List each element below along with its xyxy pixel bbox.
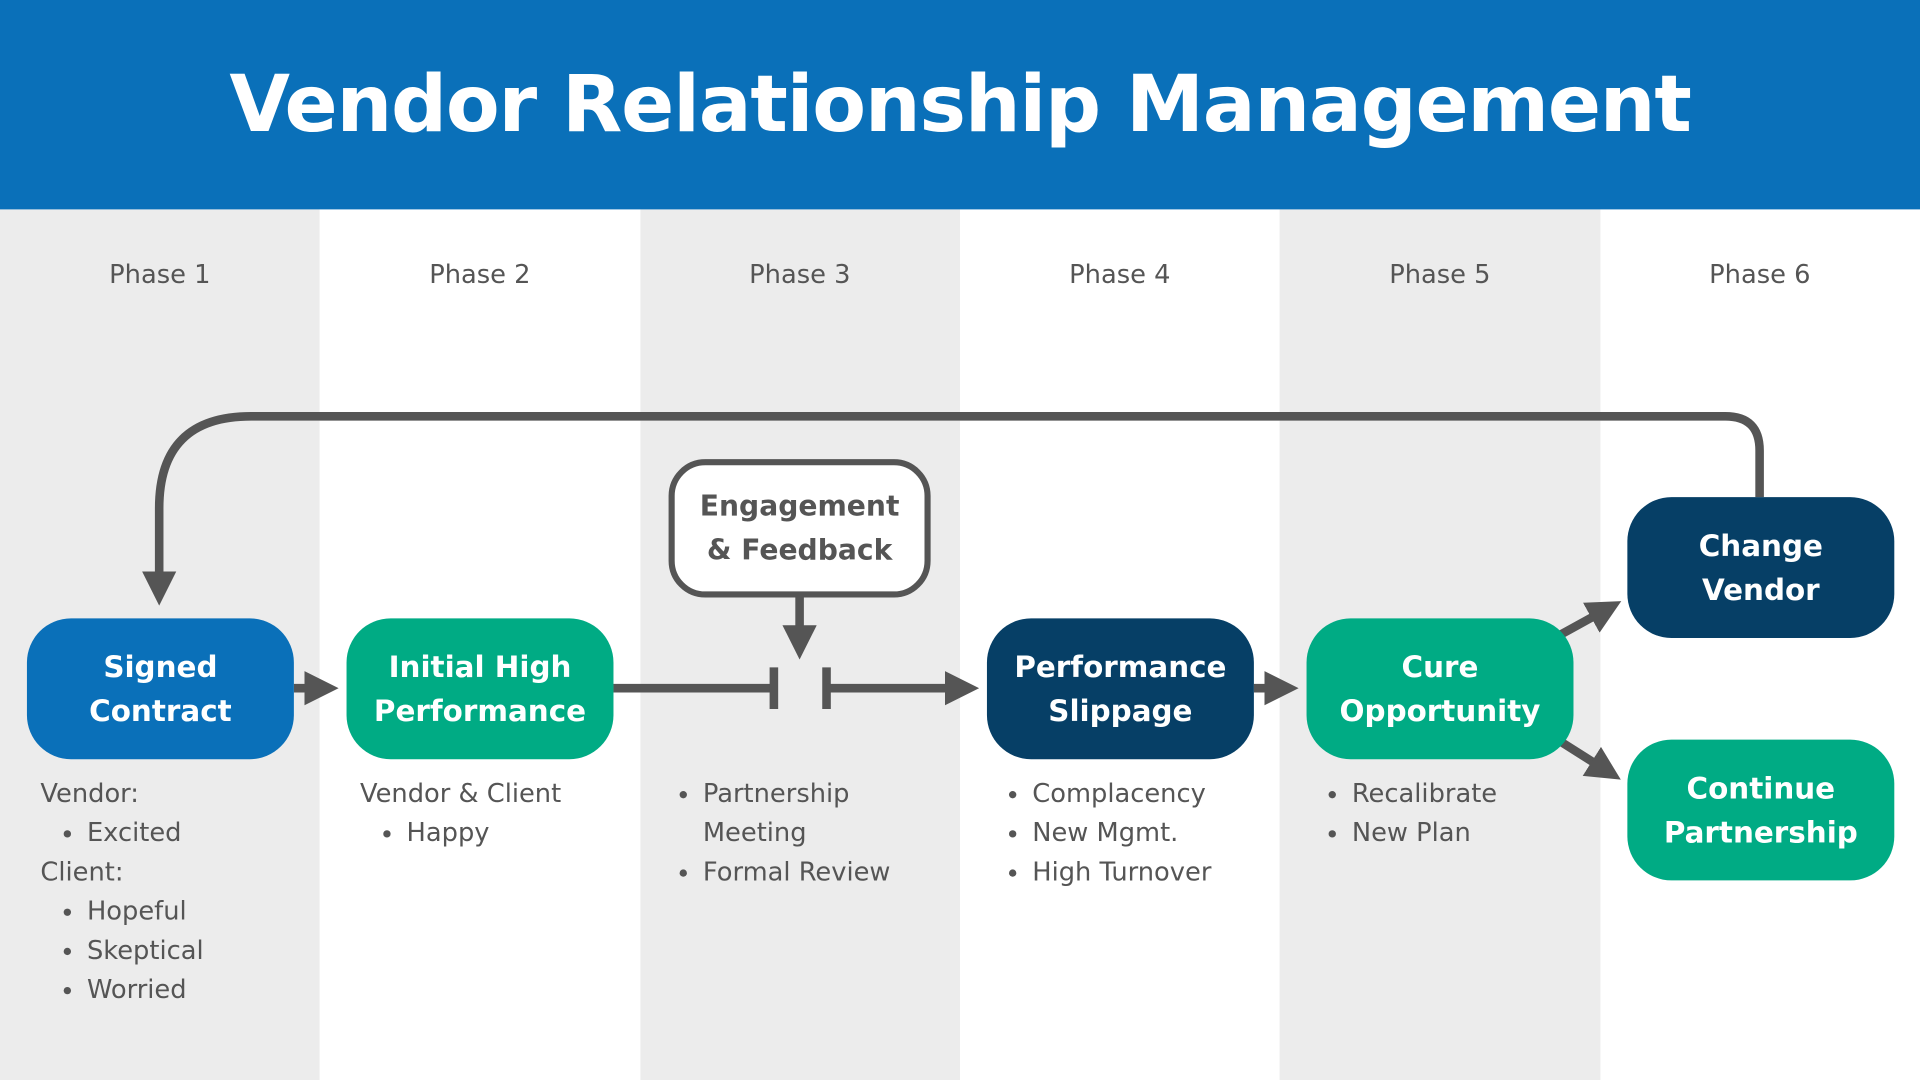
note-item: Worried	[87, 970, 204, 1009]
note-item: New Plan	[1352, 813, 1497, 852]
arrow-cure-to-change	[1559, 601, 1622, 639]
node-signed-contract: Signed Contract	[26, 618, 294, 760]
phase-label-4: Phase 4	[1069, 259, 1171, 289]
node-cure-opportunity: Cure Opportunity	[1306, 618, 1574, 760]
note-item: Excited	[87, 813, 204, 852]
node-performance-slippage: Performance Slippage	[986, 618, 1254, 760]
vendor-client-label: Vendor & Client	[360, 778, 562, 809]
note-item: Complacency	[1032, 774, 1211, 813]
note-item: Recalibrate	[1352, 774, 1497, 813]
note-item: Skeptical	[87, 931, 204, 970]
arrow-cure-to-continue	[1558, 738, 1621, 780]
phase-label-1: Phase 1	[109, 259, 211, 289]
node-engagement-feedback: Engagement & Feedback	[668, 459, 931, 598]
note-item: Happy	[407, 813, 562, 852]
note-item: High Turnover	[1032, 852, 1211, 891]
page-title: Vendor Relationship Management	[229, 59, 1691, 151]
note-item: Hopeful	[87, 891, 204, 930]
node-change-vendor: Change Vendor	[1627, 497, 1895, 638]
phase1-notes: Vendor: Excited Client: Hopeful Skeptica…	[40, 774, 203, 1009]
vendor-label: Vendor:	[40, 778, 139, 809]
phase5-notes: Recalibrate New Plan	[1305, 774, 1497, 852]
note-item: Formal Review	[703, 852, 926, 891]
phase-label-3: Phase 3	[749, 259, 851, 289]
phase4-notes: Complacency New Mgmt. High Turnover	[986, 774, 1211, 892]
phase-label-2: Phase 2	[429, 259, 531, 289]
note-item: New Mgmt.	[1032, 813, 1211, 852]
phase2-notes: Vendor & Client Happy	[360, 774, 561, 852]
loop-back-arrow	[142, 412, 1764, 606]
phase3-notes: Partnership Meeting Formal Review	[656, 774, 925, 892]
phase-label-6: Phase 6	[1709, 259, 1811, 289]
node-continue-partnership: Continue Partnership	[1627, 739, 1895, 881]
node-initial-high-performance: Initial High Performance	[346, 618, 614, 760]
header: Vendor Relationship Management	[0, 0, 1920, 210]
client-label: Client:	[40, 857, 124, 887]
note-item: Partnership Meeting	[703, 774, 926, 852]
phase-label-5: Phase 5	[1389, 259, 1491, 289]
